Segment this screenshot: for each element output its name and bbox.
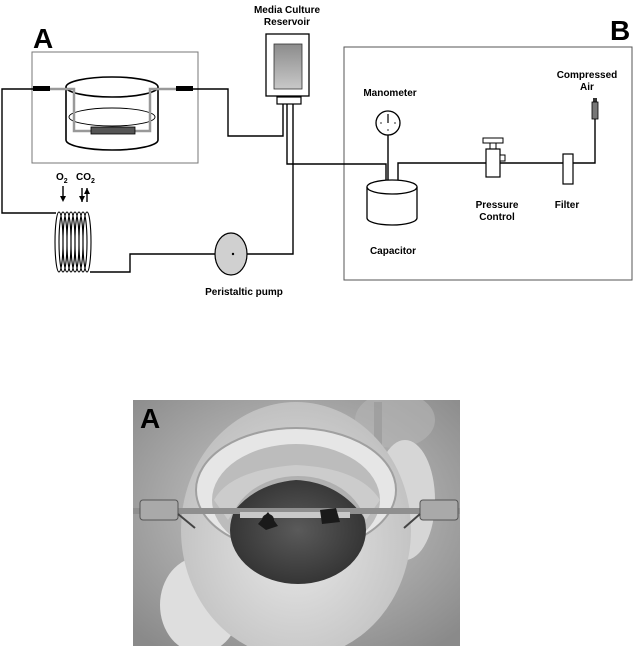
co2-label: CO2: [76, 172, 95, 185]
peristaltic-pump-label: Peristaltic pump: [205, 287, 283, 298]
pressure-control-label-line1: Pressure: [476, 200, 519, 211]
pressure-control-label-line2: Control: [479, 212, 515, 223]
photo-panel-letter: A: [140, 403, 160, 434]
gas-flow-arrows: [60, 186, 90, 202]
peristaltic-pump: [214, 232, 248, 276]
gas-exchanger-coil: [54, 211, 92, 273]
culture-chamber: [60, 76, 165, 151]
bioreactor-photo: [133, 400, 460, 646]
media-culture-reservoir: [265, 33, 310, 105]
reservoir-label-line1: Media Culture: [254, 5, 321, 16]
left-connector: [33, 86, 50, 91]
manometer: [375, 110, 401, 136]
right-connector: [176, 86, 193, 91]
o2-label: O2: [56, 172, 68, 185]
panel-a-letter: A: [33, 23, 53, 54]
tissue-sample: [90, 126, 136, 135]
capacitor: [366, 179, 418, 226]
compressed-air-label-line1: Compressed: [557, 70, 618, 81]
compressed-air-label-line2: Air: [580, 82, 594, 93]
panel-b-letter: B: [610, 15, 630, 46]
capacitor-label: Capacitor: [370, 246, 416, 257]
manometer-label: Manometer: [363, 88, 416, 99]
tubing: [1, 88, 596, 273]
reservoir-label-line2: Reservoir: [264, 17, 310, 28]
filter: [562, 153, 574, 185]
filter-label: Filter: [555, 200, 580, 211]
